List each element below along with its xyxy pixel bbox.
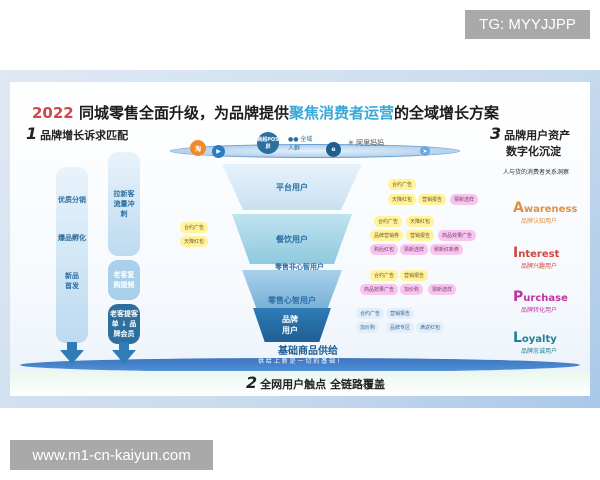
chip: 购后红包 [370, 244, 399, 255]
aida-word: Purchase [513, 289, 568, 305]
column-item: 拉新客流量冲刺 [113, 190, 135, 218]
new-customer-block: 拉新客流量冲刺 [108, 152, 140, 256]
funnel-label: 平台用户 [276, 182, 308, 192]
base-supply-subtitle: 供 给 上 新 是 一 切 的 基 础 ! [258, 358, 340, 365]
chip: 频新红新券 [430, 244, 464, 255]
chip: 合约广告 [374, 216, 403, 227]
down-arrow-icon [60, 350, 84, 364]
section-number: 3 [490, 124, 502, 143]
pos-screen-logo: 商超POS屏 [257, 132, 279, 154]
chip: 营销报告 [386, 308, 415, 319]
funnel-label-retail-non-mind: 零售非心智用户 [275, 263, 324, 271]
title-year: 2022 [32, 104, 74, 122]
chip: 合约广告 [180, 222, 209, 233]
aida-sub: 品牌认知用户 [521, 218, 558, 225]
alimama-logo: ✳ 阿里妈妈 [348, 139, 385, 147]
bottom-band [10, 371, 590, 396]
funnel-level-dining: 餐饮用户 [232, 214, 352, 264]
title-highlight: 聚焦消费者运营 [288, 104, 394, 122]
base-disk [20, 358, 580, 372]
crowd-logo-label: 全域人群 [288, 136, 313, 152]
base-supply-title: 基础商品供给 [278, 346, 338, 357]
left-growth-column: 优质分销 爆品孵化 新品首发 [56, 167, 88, 343]
aida-interest: Interest 品牌兴趣用户 [513, 245, 559, 270]
chip: 营销报告 [418, 194, 447, 205]
chip: 营销报告 [400, 270, 429, 281]
chip: 品牌营销券 [370, 230, 404, 241]
column-item: 老客复购提频 [113, 271, 135, 289]
alimama-logo-label: 阿里妈妈 [356, 139, 385, 147]
taobao-logo: 淘 [190, 140, 206, 156]
column-item: 爆品孵化 [58, 234, 86, 242]
funnel-label: 餐饮用户 [276, 234, 308, 244]
chip: 加价购 [356, 322, 380, 333]
section-number: 2 [246, 373, 258, 392]
play-logo: ▶ [212, 145, 225, 158]
aida-sub: 品牌忠诚用户 [521, 348, 558, 355]
funnel-label: 零售心智用户 [268, 295, 316, 305]
site-watermark: www.m1-cn-kaiyun.com [10, 440, 213, 470]
funnel-label: 品牌用户 [282, 315, 298, 335]
chip: 商品效果广告 [360, 284, 399, 295]
crowd-logo: ●● 全域人群 [288, 136, 313, 152]
chip: 猜新选样 [428, 284, 457, 295]
chip: 合约广告 [356, 308, 385, 319]
chip: 合约广告 [370, 270, 399, 281]
repurchase-block: 老客复购提频 [108, 260, 140, 300]
chip: 天降红包 [180, 236, 209, 247]
funnel-level-platform: 平台用户 [222, 164, 362, 210]
aida-awareness: Awareness 品牌认知用户 [513, 200, 577, 225]
chip: 天降红包 [388, 194, 417, 205]
aida-sub: 品牌兴趣用户 [521, 263, 558, 270]
chip: 商品效果广告 [438, 230, 477, 241]
chip: 猜新选样 [400, 244, 429, 255]
arrow-stem [119, 342, 129, 352]
aida-loyalty: Loyalty 品牌忠诚用户 [513, 330, 557, 355]
down-arrow-icon [112, 350, 136, 364]
section-label: 全网用户触点 全链路覆盖 [260, 378, 385, 391]
aida-word: Loyalty [513, 330, 557, 346]
chip: 天降红包 [406, 216, 435, 227]
chip: 合约广告 [388, 179, 417, 190]
aida-word: Awareness [513, 200, 578, 216]
chip: 满返红包 [416, 322, 445, 333]
infographic-title: 2022 同城零售全面升级，为品牌提供聚焦消费者运营的全域增长方案 [32, 102, 499, 123]
title-part1: 同城零售全面升级，为品牌提供 [73, 104, 289, 122]
platform-disk [170, 144, 460, 158]
aida-word: Interest [513, 245, 560, 261]
chip: 加价购 [400, 284, 424, 295]
section-label: 品牌用户资产 [504, 129, 571, 142]
send-logo: ➤ [420, 146, 430, 156]
e-logo: e [326, 142, 341, 157]
aida-sub: 品牌转化用户 [521, 307, 558, 314]
chip: 品牌专区 [386, 322, 415, 333]
section-label: 品牌增长诉求匹配 [40, 129, 129, 142]
funnel-level-retail-mind: 零售心智用户 [242, 270, 342, 310]
section-number: 1 [26, 124, 38, 143]
chip: 猜新选样 [450, 194, 479, 205]
column-item: 老客提客单 ↓ 品牌会员 [110, 310, 138, 338]
column-item: 优质分销 [58, 196, 86, 204]
telegram-watermark: TG: MYYJJPP [465, 10, 590, 39]
column-item: 新品首发 [65, 272, 79, 290]
section-label: 数字化沉淀 [506, 145, 561, 158]
chip: 营销报告 [406, 230, 435, 241]
arrow-stem [67, 342, 77, 352]
aida-purchase: Purchase 品牌转化用户 [513, 289, 568, 314]
section-3-subtitle: 人与货的消费者关系洞察 [503, 169, 570, 176]
funnel-level-brand: 品牌用户 [253, 308, 331, 342]
title-part2: 的全域增长方案 [394, 104, 500, 122]
member-block: 老客提客单 ↓ 品牌会员 [108, 304, 140, 344]
